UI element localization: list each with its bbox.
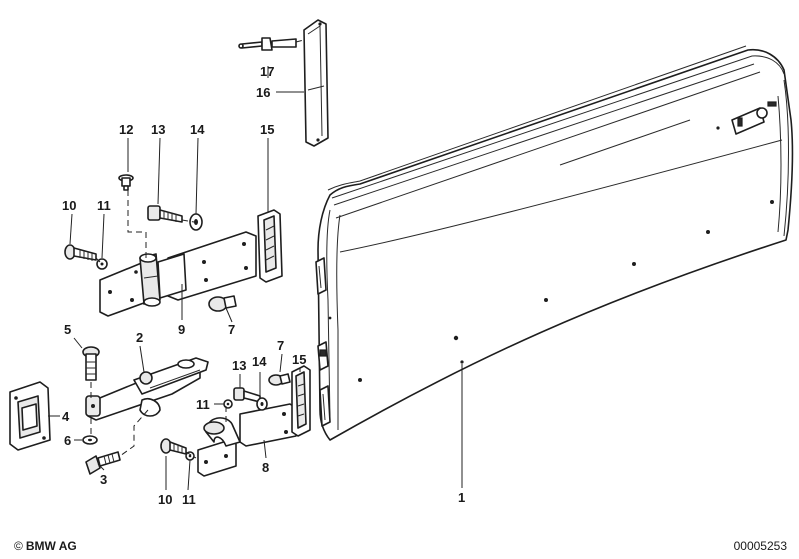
callout-4: 4 (62, 409, 70, 424)
copyright-notice: ©BMW AG (14, 539, 77, 553)
washer-14-upper (189, 213, 203, 231)
leader-lines (48, 66, 463, 491)
callout-10-lower: 10 (158, 492, 172, 507)
bolt-5 (82, 346, 100, 381)
upper-hinge-part-9 (99, 231, 257, 317)
callout-13-lower: 13 (232, 358, 246, 373)
lower-hinge-part-8 (197, 403, 297, 477)
bolt-13-lower (233, 387, 261, 403)
callout-13-upper: 13 (151, 122, 165, 137)
assembly-lines (90, 39, 305, 459)
bolt-13-upper (147, 205, 183, 223)
callout-11-lower: 11 (182, 492, 196, 507)
callout-14-upper: 14 (190, 122, 205, 137)
callout-11-middle: 11 (196, 397, 210, 412)
callout-10-upper: 10 (62, 198, 76, 213)
exploded-parts-diagram: 17 16 12 13 14 15 10 11 9 7 5 2 4 6 3 13… (9, 19, 794, 507)
callout-labels: 17 16 12 13 14 15 10 11 9 7 5 2 4 6 3 13… (62, 64, 465, 507)
body-bracket-part-4 (9, 381, 51, 451)
washer-14-lower (256, 397, 268, 411)
callout-16: 16 (256, 85, 270, 100)
bolt-7-lower (268, 373, 291, 386)
bolt-10-lower (160, 438, 187, 455)
callout-3: 3 (100, 472, 107, 487)
screw-12 (118, 174, 134, 191)
callout-15-upper: 15 (260, 122, 274, 137)
part-16-strip (303, 19, 329, 147)
callout-7-upper: 7 (228, 322, 235, 337)
callout-11-upper: 11 (97, 198, 111, 213)
callout-1: 1 (458, 490, 465, 505)
callout-12: 12 (119, 122, 133, 137)
part-17-pin (238, 37, 297, 51)
door-shell (315, 45, 794, 441)
check-strap-part-2 (85, 357, 209, 421)
copyright-brand: BMW AG (25, 539, 77, 553)
callout-17: 17 (260, 64, 274, 79)
plate-15-lower (291, 365, 311, 437)
callout-8: 8 (262, 460, 269, 475)
callout-6: 6 (64, 433, 71, 448)
callout-7-lower: 7 (277, 338, 284, 353)
callout-5: 5 (64, 322, 71, 337)
document-number: 00005253 (733, 539, 787, 553)
washer-6 (82, 435, 98, 445)
callout-15-lower: 15 (292, 352, 306, 367)
bolt-7-upper (208, 295, 237, 312)
washer-11-middle (223, 399, 233, 409)
plate-15-upper (257, 209, 283, 283)
callout-2: 2 (136, 330, 143, 345)
copyright-symbol: © (14, 539, 23, 553)
callout-9: 9 (178, 322, 185, 337)
bolt-10-upper (64, 244, 97, 261)
bolt-3 (85, 451, 121, 475)
callout-14-lower: 14 (252, 354, 267, 369)
